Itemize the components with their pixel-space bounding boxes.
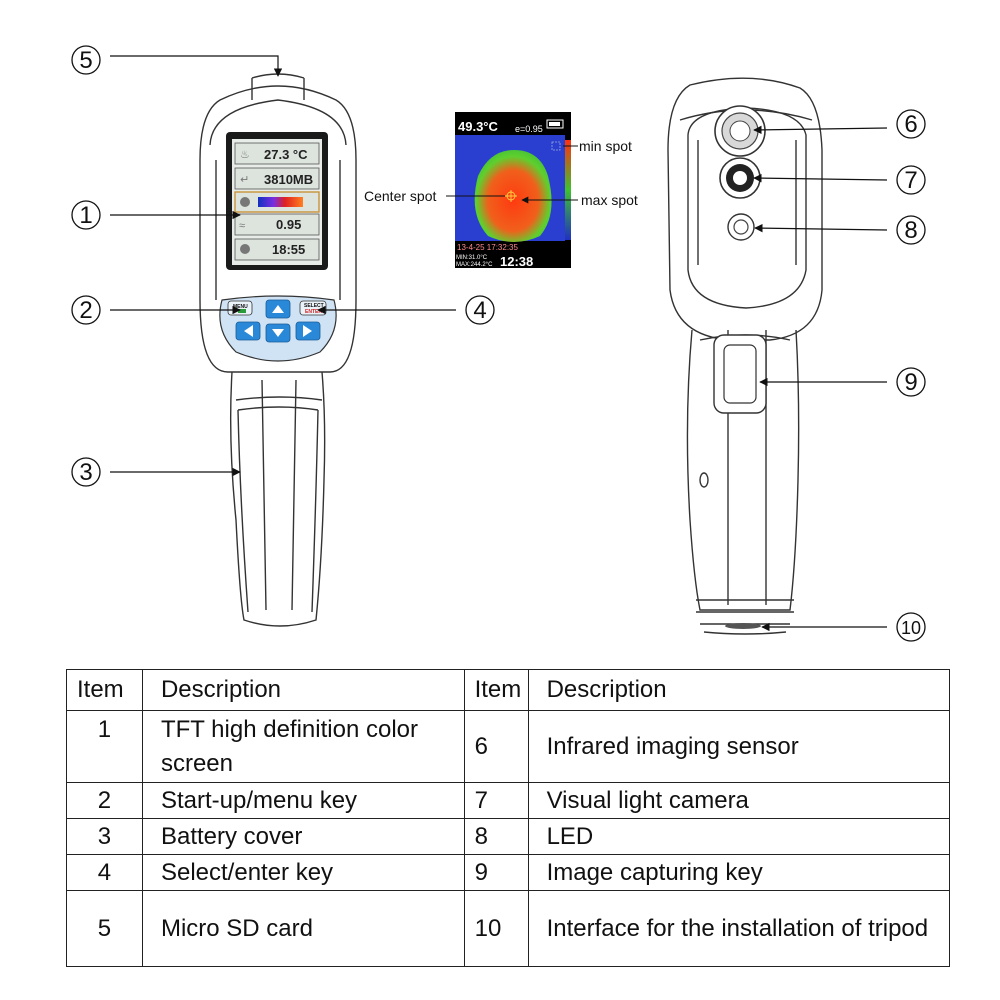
screen-row-temperature: ♨ 27.3 °C [234, 142, 320, 165]
table-row: 4 Select/enter key 9 Image capturing key [66, 854, 951, 891]
image-capture-key[interactable] [713, 334, 767, 414]
callout-2: 2 [71, 295, 241, 325]
svg-text:9: 9 [904, 369, 917, 396]
screen-time: 18:55 [272, 242, 305, 257]
screen-row-memory: ↵ 3810MB [234, 167, 320, 190]
svg-text:3: 3 [79, 459, 92, 486]
device-diagram: ♨ 27.3 °C ↵ 3810MB ≈ 0.95 18:55 MENU [71, 45, 926, 642]
header-description-2: Description [527, 669, 951, 711]
screen-row-emissivity: ≈ 0.95 [234, 213, 320, 236]
arrow-up-icon [272, 305, 284, 313]
max-spot-label: max spot [581, 192, 638, 208]
tripod-socket [725, 623, 761, 629]
side-screw [699, 472, 709, 488]
arrow-down-icon [272, 329, 284, 337]
callout-7: 7 [753, 165, 926, 195]
callout-8: 8 [754, 215, 926, 245]
up-key[interactable] [265, 299, 291, 319]
back-head-outline [667, 77, 823, 341]
svg-text:2: 2 [79, 297, 92, 324]
battery-icon [546, 119, 564, 129]
menu-key[interactable]: MENU [227, 300, 253, 316]
table-row: 1 TFT high definition color screen 6 Inf… [66, 710, 951, 783]
info-icon [240, 244, 250, 254]
svg-text:ENTER: ENTER [305, 309, 322, 315]
thermal-min: MIN:31.0°C [456, 255, 488, 261]
battery-cover [237, 406, 319, 613]
callout-5: 5 [71, 45, 283, 77]
wifi-icon: ≈ [239, 220, 245, 232]
thermal-temperature: 49.3°C [458, 119, 499, 134]
thermal-image: 49.3°C e=0.95 13-4-25 17:32:35 MIN:31.0°… [455, 112, 571, 269]
device-head-outline [199, 85, 357, 373]
thermal-clock: 12:38 [500, 254, 533, 269]
header-description-1: Description [141, 669, 465, 711]
palette-icon [240, 197, 250, 207]
left-key[interactable] [235, 321, 261, 341]
front-view [199, 73, 357, 627]
arrow-right-icon [303, 325, 312, 337]
callout-9: 9 [759, 367, 926, 397]
select-enter-key[interactable]: SELECT ENTER [299, 300, 327, 316]
min-spot-marker [551, 141, 561, 151]
table-row: 3 Battery cover 8 LED [66, 818, 951, 855]
screen-memory: 3810MB [264, 172, 313, 187]
header-item-1: Item [66, 669, 143, 711]
screen-row-time: 18:55 [234, 238, 320, 261]
table-header-row: Item Description Item Description [66, 669, 951, 711]
thermal-date-time: 13-4-25 17:32:35 [457, 243, 518, 252]
table-row: 2 Start-up/menu key 7 Visual light camer… [66, 782, 951, 819]
screen-temperature: 27.3 °C [264, 147, 308, 162]
down-key[interactable] [265, 323, 291, 343]
callout-1: 1 [71, 200, 241, 230]
thermal-emissivity: e=0.95 [515, 124, 543, 134]
svg-text:4: 4 [473, 297, 486, 324]
device-screen: ♨ 27.3 °C ↵ 3810MB ≈ 0.95 18:55 [226, 132, 328, 270]
visual-camera-lens [719, 157, 761, 199]
table-row: 5 Micro SD card 10 Interface for the ins… [66, 890, 951, 967]
svg-text:↵: ↵ [240, 174, 249, 186]
svg-text:7: 7 [904, 167, 917, 194]
callout-10: 10 [761, 612, 926, 642]
keypad: MENU SELECT ENTER [219, 295, 337, 362]
svg-text:SELECT: SELECT [304, 303, 324, 309]
infrared-sensor-lens [714, 105, 766, 157]
thermal-max: MAX:244.2°C [456, 262, 493, 268]
thermal-annotations: min spot Center spot max spot [364, 138, 638, 208]
min-spot-label: min spot [579, 138, 632, 154]
back-view [667, 77, 823, 635]
device-handle-outline [229, 371, 326, 627]
callout-4: 4 [317, 295, 495, 325]
parts-table: Item Description Item Description 1 TFT … [66, 669, 951, 967]
svg-text:1: 1 [79, 202, 92, 229]
header-item-2: Item [463, 669, 529, 711]
arrow-left-icon [244, 325, 253, 337]
center-spot-marker [505, 190, 517, 202]
screen-emissivity: 0.95 [276, 217, 301, 232]
callout-6: 6 [753, 109, 926, 139]
svg-text:5: 5 [79, 47, 92, 74]
callout-3: 3 [71, 457, 241, 487]
svg-text:8: 8 [904, 217, 917, 244]
screen-row-palette [234, 191, 320, 213]
svg-text:10: 10 [901, 618, 921, 638]
svg-text:♨: ♨ [240, 149, 250, 161]
right-key[interactable] [295, 321, 321, 341]
led-lens [727, 213, 755, 241]
svg-text:6: 6 [904, 111, 917, 138]
thermal-color-scale [565, 140, 571, 240]
back-handle-outline [686, 329, 800, 611]
center-spot-label: Center spot [364, 188, 436, 204]
